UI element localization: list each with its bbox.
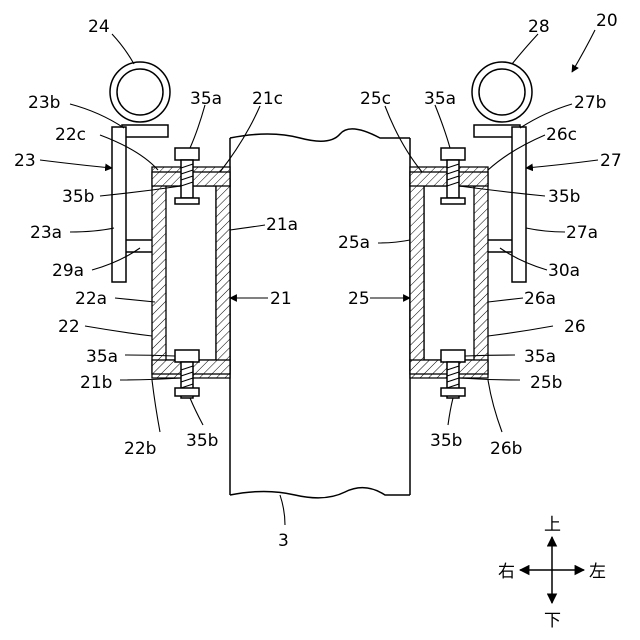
label-35a-top-right: 35a (424, 89, 456, 109)
label-35b-bottom-left: 35b (186, 431, 218, 451)
label-23a: 23a (30, 223, 62, 243)
label-22a: 22a (75, 289, 107, 309)
label-25: 25 (348, 289, 370, 309)
label-30a: 30a (548, 261, 580, 281)
label-22b: 22b (124, 439, 156, 459)
compass-up: 上 (544, 515, 561, 535)
label-27b: 27b (574, 93, 606, 113)
label-27a: 27a (566, 223, 598, 243)
label-28: 28 (528, 17, 550, 37)
label-25b: 25b (530, 373, 562, 393)
compass-down: 下 (544, 611, 561, 631)
label-35a-bottom-left: 35a (86, 347, 118, 367)
roller-24 (110, 62, 170, 122)
label-35b-bottom-right: 35b (430, 431, 462, 451)
label-29a: 29a (52, 261, 84, 281)
label-26b: 26b (490, 439, 522, 459)
roller-28 (472, 62, 532, 122)
label-23: 23 (14, 151, 36, 171)
label-26c: 26c (546, 125, 577, 145)
label-3: 3 (278, 531, 289, 551)
labels: 20 24 28 23b 35a 21c 25c 35a 27b 22c 26c… (14, 11, 622, 551)
label-21b: 21b (80, 373, 112, 393)
label-25a: 25a (338, 233, 370, 253)
compass-right: 右 (498, 562, 515, 582)
label-24: 24 (88, 17, 110, 37)
beam-25a (410, 180, 424, 370)
label-21: 21 (270, 289, 292, 309)
label-25c: 25c (360, 89, 391, 109)
label-22c: 22c (55, 125, 86, 145)
label-27: 27 (600, 151, 622, 171)
label-20: 20 (596, 11, 618, 31)
plate-23b (122, 125, 168, 137)
label-35a-bottom-right: 35a (524, 347, 556, 367)
label-26: 26 (564, 317, 586, 337)
label-35b-left: 35b (62, 187, 94, 207)
label-35b-right: 35b (548, 187, 580, 207)
beam-21a (216, 180, 230, 370)
label-21a: 21a (266, 215, 298, 235)
label-23b: 23b (28, 93, 60, 113)
label-22: 22 (58, 317, 80, 337)
mast-3 (230, 129, 410, 498)
label-35a-top-left: 35a (190, 89, 222, 109)
label-21c: 21c (252, 89, 283, 109)
compass-left: 左 (589, 562, 606, 582)
direction-compass: 上 下 右 左 (498, 515, 606, 631)
left-assembly (110, 62, 230, 398)
right-assembly (410, 62, 532, 398)
label-26a: 26a (524, 289, 556, 309)
arm-23a (112, 127, 126, 282)
